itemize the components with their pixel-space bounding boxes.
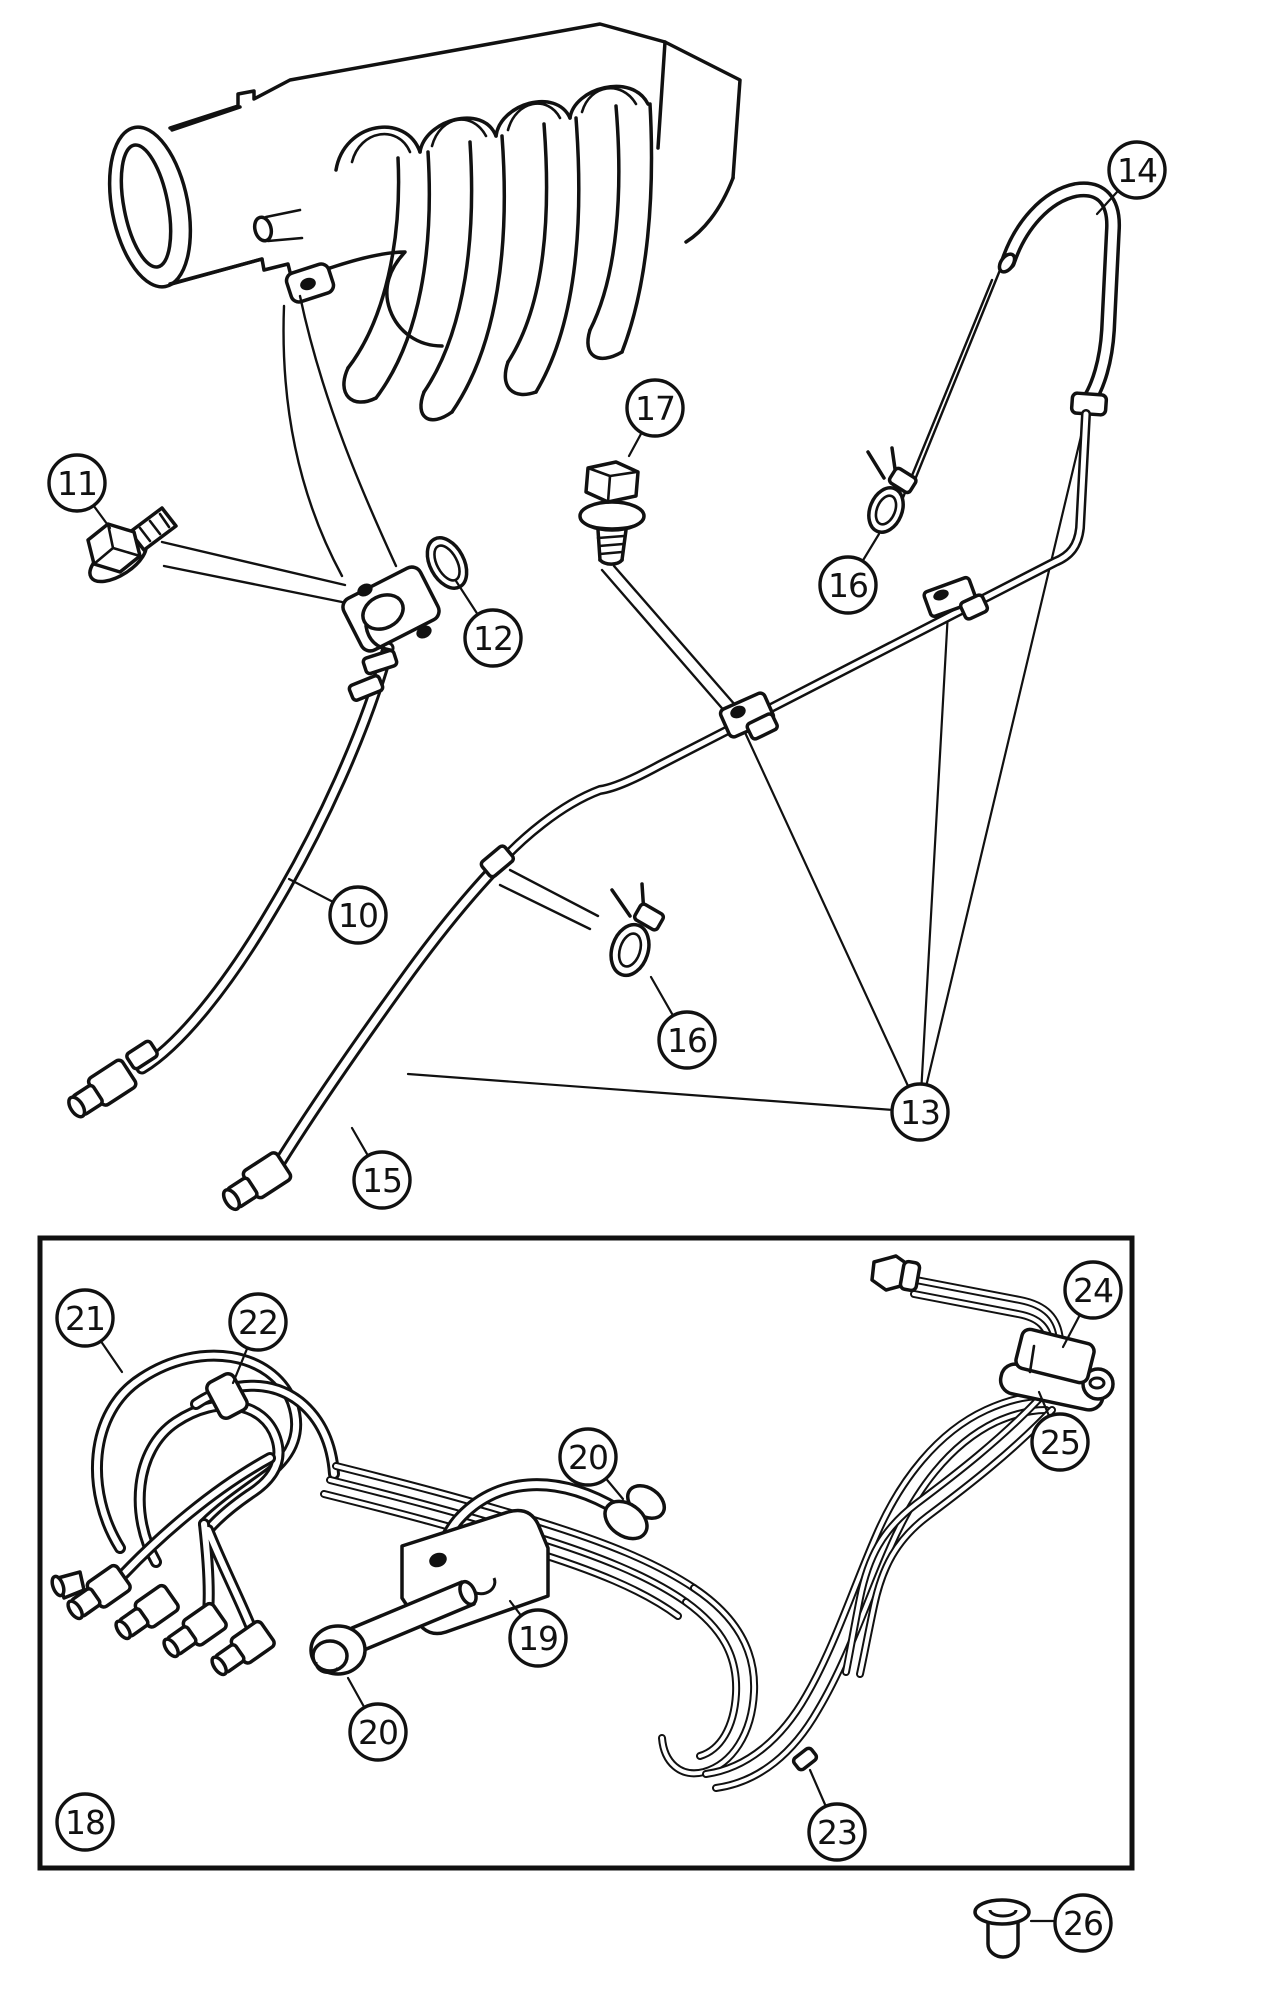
callout-13: 13 [890, 1082, 950, 1142]
pipe-23 [702, 1392, 1050, 1792]
routing-guide-lines [282, 294, 398, 578]
callout-20-lower: 20 [348, 1702, 408, 1762]
callout-23-label: 23 [817, 1813, 857, 1852]
callout-22-label: 22 [238, 1303, 278, 1342]
clamp-16-upper [866, 446, 918, 534]
bolt-11 [86, 506, 178, 584]
right-pipe-assembly [842, 1254, 1115, 1678]
callout-21-label: 21 [65, 1299, 105, 1338]
pipe-13 [492, 409, 1091, 871]
callout-18-label: 18 [65, 1803, 105, 1842]
callout-25: 25 [1030, 1412, 1090, 1472]
connector-stubs [50, 1563, 276, 1677]
inset-frame [37, 1235, 1135, 1871]
callout-13-leaders [406, 430, 1084, 1114]
callout-14-label: 14 [1117, 151, 1157, 190]
callout-11: 11 [47, 453, 107, 513]
callout-20-lower-label: 20 [358, 1713, 398, 1752]
callout-26: 26 [1053, 1893, 1113, 1953]
callout-16-lower: 16 [657, 1010, 717, 1070]
callout-18: 18 [55, 1792, 115, 1852]
callout-16-upper-label: 16 [828, 566, 868, 605]
hex-fitting [870, 1254, 922, 1293]
callout-16-lower-label: 16 [667, 1021, 707, 1060]
callout-15-label: 15 [362, 1161, 402, 1200]
bolt-20-lower [309, 1579, 478, 1676]
clamp-16-lower [609, 882, 666, 978]
callout-20-right: 20 [558, 1427, 618, 1487]
callouts: 10 11 12 13 14 15 16 16 [47, 140, 1167, 1953]
pipe-tee-bracket [718, 691, 779, 741]
callout-15: 15 [352, 1150, 412, 1210]
callout-19-label: 19 [518, 1619, 558, 1658]
hose-14 [997, 181, 1122, 417]
callout-16-upper: 16 [818, 555, 878, 615]
callout-26-label: 26 [1063, 1904, 1103, 1943]
manifold-tab [284, 262, 336, 304]
callout-12: 12 [463, 608, 523, 668]
flange-fitting [341, 565, 441, 653]
callout-24: 24 [1063, 1260, 1123, 1320]
clip-24 [1014, 1327, 1096, 1385]
pipe-loop-21 [91, 1349, 340, 1636]
callout-14: 14 [1107, 140, 1167, 200]
callout-25-label: 25 [1040, 1423, 1080, 1462]
callout-17: 17 [625, 378, 685, 438]
elbow-stub [50, 1570, 86, 1600]
hose-15-connector [221, 1151, 293, 1212]
pipe-upper-bracket [922, 575, 990, 621]
intake-manifold [107, 22, 742, 422]
callout-10: 10 [328, 885, 388, 945]
callout-12-label: 12 [473, 619, 513, 658]
callout-24-label: 24 [1073, 1271, 1113, 1310]
callout-19: 19 [508, 1608, 568, 1668]
callout-21: 21 [55, 1288, 115, 1348]
hose-10-connector [67, 1058, 138, 1119]
callout-20-right-label: 20 [568, 1438, 608, 1477]
callout-22: 22 [228, 1292, 288, 1352]
vacuum-nipple [252, 208, 304, 243]
grommet-26 [973, 1898, 1031, 1959]
clip-22 [205, 1372, 249, 1420]
callout-23: 23 [807, 1802, 867, 1862]
bolt-17 [578, 460, 646, 566]
callout-10-label: 10 [338, 896, 378, 935]
callout-13-label: 13 [900, 1093, 940, 1132]
callout-11-label: 11 [57, 464, 97, 503]
hose-15 [221, 844, 516, 1212]
pointer-lines [160, 268, 1002, 931]
callout-17-label: 17 [635, 389, 675, 428]
hose-10 [67, 641, 399, 1119]
